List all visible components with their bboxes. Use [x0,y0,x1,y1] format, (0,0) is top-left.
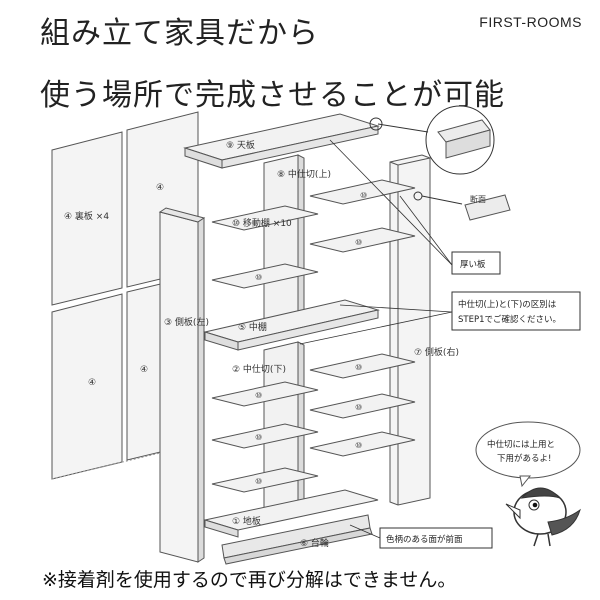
label-shelf-num-4: ⑩ [255,477,262,486]
label-right-side: ⑦ 側板(右) [414,346,459,358]
right-side-panel [389,154,431,506]
shelf-l3 [211,381,319,407]
middle-shelf [203,299,380,351]
headline-line-2: 使う場所で完成させることが可能 [40,78,505,113]
label-shelf-num-9: ⑩ [355,441,362,450]
label-shelf-num-8: ⑩ [355,403,362,412]
label-thick-board: 厚い板 [460,259,486,270]
label-back-num-3: ④ [140,365,148,375]
label-shelf-num-1: ⑩ [255,273,262,282]
bird-mascot-icon [505,487,581,547]
bubble-line-2: 下用があるよ! [497,453,551,464]
label-shelf-num-2: ⑩ [255,391,262,400]
label-bottom-board: ① 地板 [232,515,261,527]
left-side-panel [158,207,206,563]
label-lower-divider: ② 中仕切(下) [232,363,286,375]
label-upper-divider: ⑧ 中仕切(上) [277,168,331,180]
shelf-l1 [211,205,319,231]
label-cross-section: 断面 [470,194,486,204]
top-board [183,113,380,169]
brand-logo-text: FIRST-ROOMS [479,14,582,30]
movable-shelves [211,179,416,493]
base-board [221,514,373,565]
divider-note-box [451,291,581,331]
thick-board-box [451,251,501,275]
label-left-side: ③ 側板(左) [164,316,209,328]
colored-face-box [379,527,493,549]
shelf-r3 [309,353,416,379]
label-shelf-num-7: ⑩ [355,363,362,372]
cross-section-detail [413,191,511,221]
back-board-lower-left [51,293,123,480]
cross-section-zoom [369,105,495,175]
label-base: ⑥ 台輪 [300,537,329,549]
bottom-board [204,489,379,538]
callout-lines [299,139,453,539]
shelf-l5 [211,467,319,493]
label-back-num-2: ④ [88,378,96,388]
label-shelf-num-6: ⑩ [355,238,362,247]
label-divider-note-1: 中仕切(上)と(下)の区別は [458,299,557,310]
label-shelf-num-3: ⑩ [255,433,262,442]
headline-line-1: 組み立て家具だから [40,16,319,51]
upper-divider [263,154,305,324]
shelf-r1 [309,179,416,205]
label-middle-shelf: ⑤ 中棚 [238,321,267,333]
label-colored-face: 色柄のある面が前面 [386,534,463,545]
label-back-num-1: ④ [156,183,164,193]
shelf-l4 [211,423,319,449]
footer-note: ※接着剤を使用するので再び分解はできません。 [42,569,457,591]
back-board-upper-left [51,131,123,306]
label-divider-note-2: STEP1でご確認ください。 [458,314,561,325]
bird-speech-bubble [475,421,581,488]
label-back-board: ④ 裏板 ×4 [64,210,109,222]
shelf-r5 [309,431,416,457]
shelf-r2 [309,227,416,253]
label-movable-shelf: ⑩ 移動棚 ×10 [232,217,292,229]
bubble-line-1: 中仕切には上用と [487,439,555,450]
shelf-r4 [309,393,416,419]
shelf-l2 [211,263,319,289]
label-shelf-num-5: ⑩ [360,191,367,200]
label-top-board: ⑨ 天板 [226,139,255,151]
